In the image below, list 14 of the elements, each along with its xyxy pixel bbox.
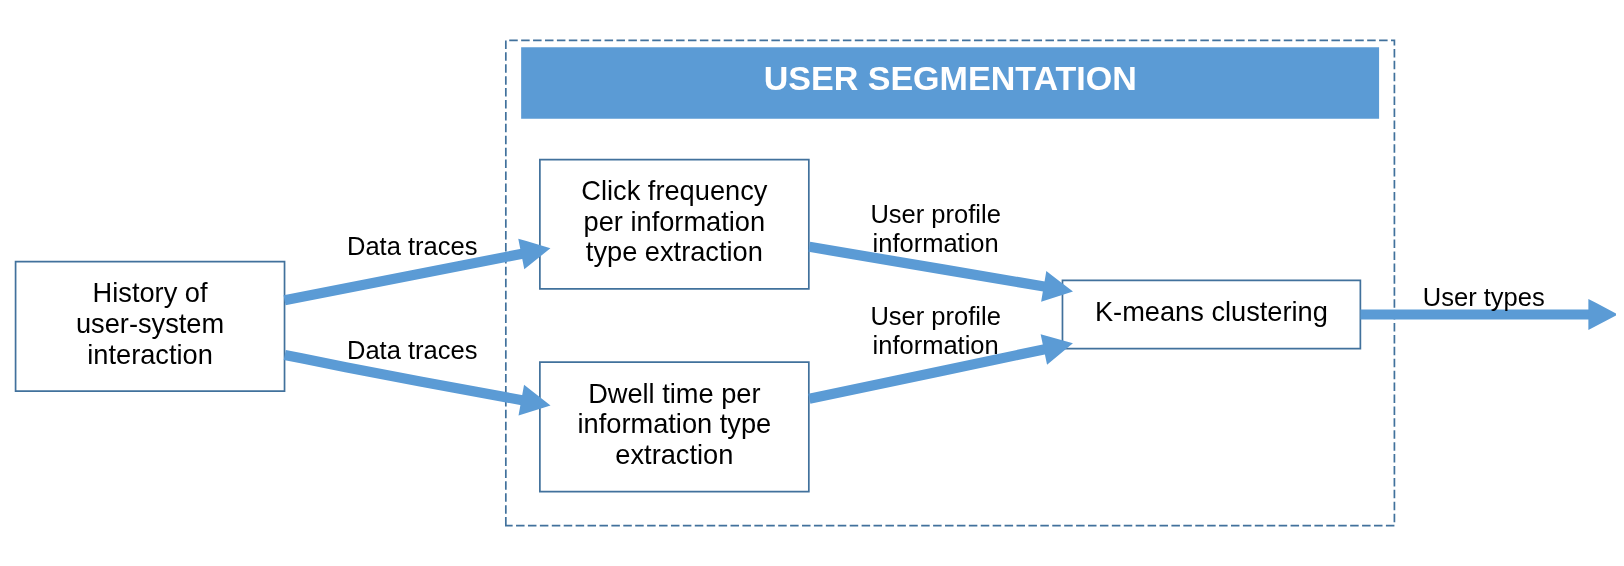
edge-label: User profile information (870, 301, 1001, 359)
node-box: History of user-system interaction (14, 260, 286, 392)
arrow (1360, 298, 1616, 331)
arrow (283, 349, 551, 416)
node-box: Dwell time per information type extraction (539, 361, 810, 493)
arrow (283, 238, 551, 306)
edge-label: User profile information (870, 199, 1001, 257)
edge-label: Data traces (346, 231, 478, 260)
arrow (808, 334, 1073, 404)
arrow (808, 241, 1073, 302)
node-box: K-means clustering (1061, 279, 1362, 350)
node-box: Click frequency per information type extraction (539, 158, 810, 290)
edge-label: User types (1422, 282, 1545, 311)
edge-label: Data traces (346, 335, 478, 364)
